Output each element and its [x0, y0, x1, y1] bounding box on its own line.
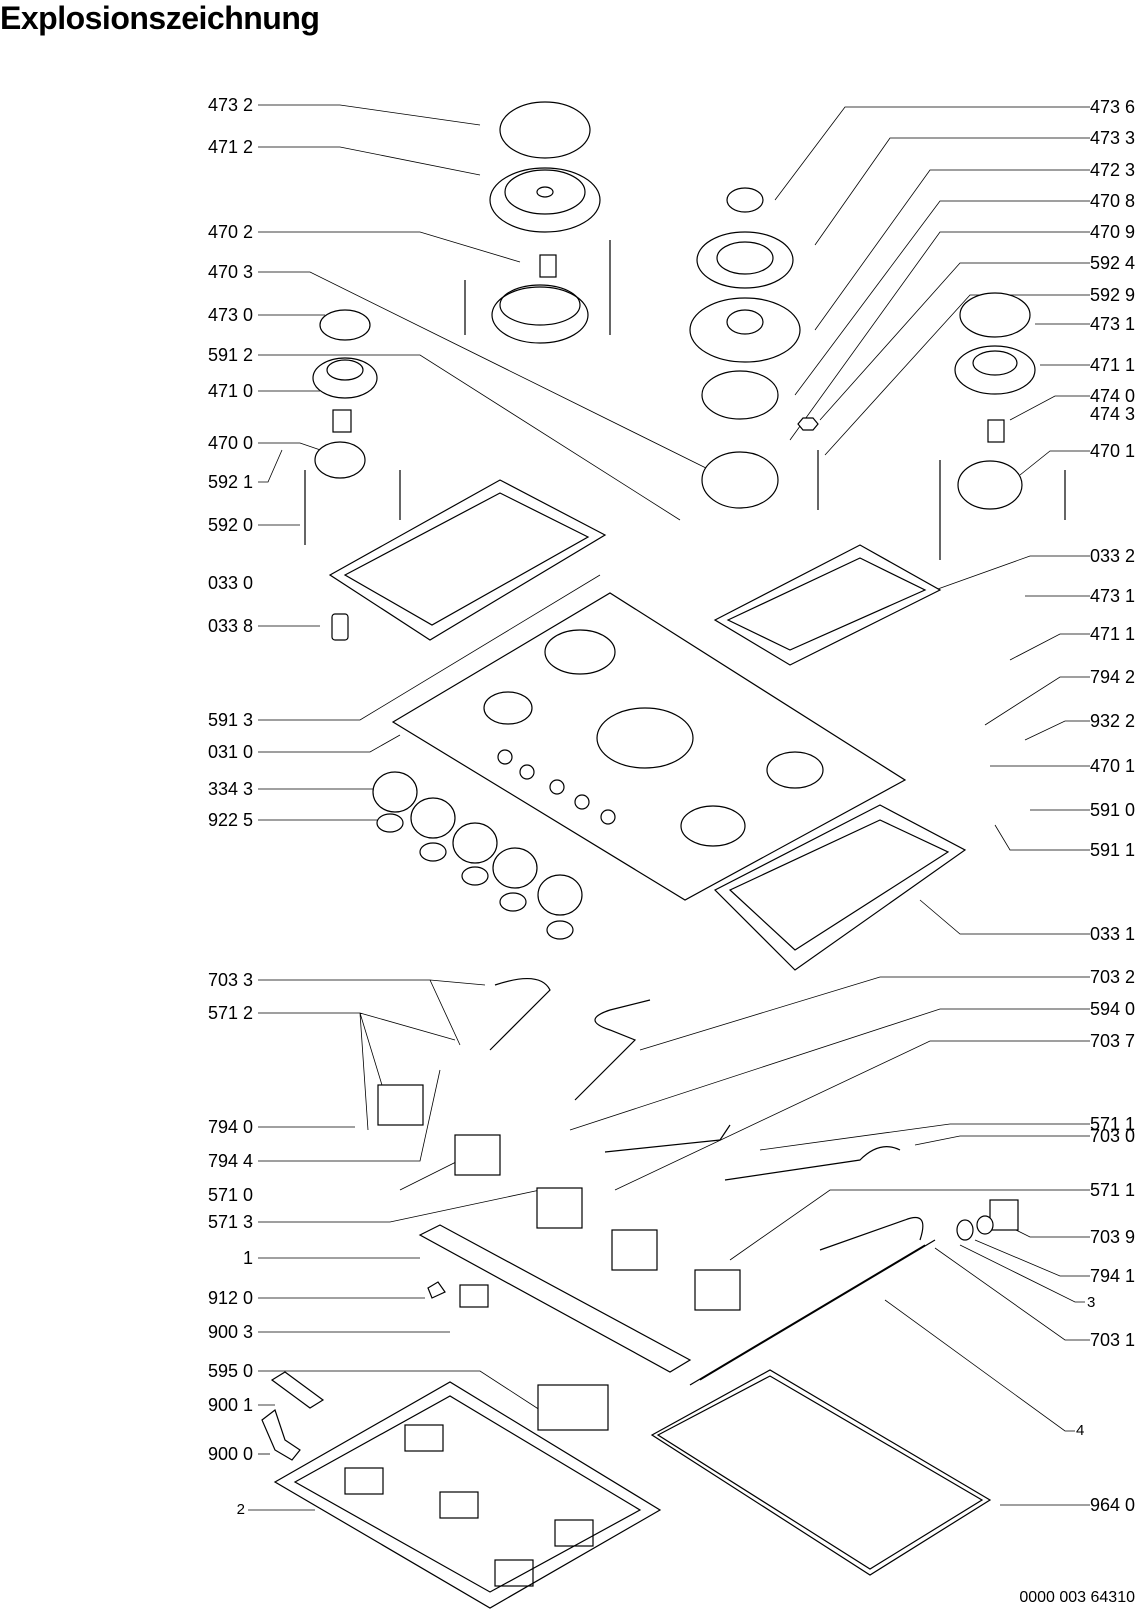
gas-pipes — [489, 977, 936, 1386]
part-label: 703 7 — [1090, 1031, 1136, 1051]
part-label: 1 — [242, 1248, 253, 1268]
part-label: 592 0 — [207, 515, 253, 535]
part-label: 473 1 — [1090, 586, 1136, 606]
terminal-box-595 — [537, 1384, 609, 1431]
document-number: 0000 003 64310 — [1019, 1589, 1135, 1606]
part-label: 470 3 — [207, 262, 253, 282]
part-label: 794 4 — [207, 1151, 253, 1171]
part-label: 794 0 — [207, 1117, 253, 1137]
part-label: 922 5 — [207, 810, 253, 830]
burner-cap-small-left — [319, 309, 371, 341]
leader-lines-right — [569, 106, 1090, 1506]
part-label: 571 3 — [207, 1212, 253, 1232]
part-label: 794 2 — [1090, 667, 1136, 687]
wok-burner — [689, 187, 819, 510]
screw-912 — [427, 1281, 446, 1299]
pan-support-left — [328, 479, 607, 641]
part-label: 470 1 — [1090, 441, 1136, 461]
part-label: 471 1 — [1090, 355, 1136, 375]
hob-top-plate — [391, 592, 907, 901]
seal-gasket — [650, 1369, 992, 1576]
leader-lines-left — [248, 104, 711, 1511]
part-label: 703 3 — [207, 970, 253, 990]
part-label: 473 0 — [207, 305, 253, 325]
part-label: 703 0 — [1090, 1126, 1136, 1146]
part-label: 964 0 — [1090, 1495, 1136, 1515]
part-label: 471 1 — [1090, 624, 1136, 644]
part-label: 470 0 — [207, 433, 253, 453]
part-label: 474 0 — [1090, 386, 1136, 406]
part-label: 591 0 — [1090, 800, 1136, 820]
part-label: 591 2 — [207, 345, 253, 365]
part-label: 3 — [1087, 1294, 1096, 1311]
part-label: 471 2 — [207, 137, 253, 157]
control-knobs — [372, 771, 583, 940]
bracket-900-0 — [261, 1409, 301, 1461]
part-label: 703 9 — [1090, 1227, 1136, 1247]
front-rail — [418, 1224, 692, 1373]
part-label: 033 8 — [207, 616, 253, 636]
part-label: 470 1 — [1090, 756, 1136, 776]
part-label: 474 3 — [1090, 404, 1136, 424]
part-label: 571 1 — [1090, 1180, 1136, 1200]
part-label: 571 2 — [207, 1003, 253, 1023]
bottom-tray — [273, 1381, 662, 1609]
part-label: 594 0 — [1090, 999, 1136, 1019]
part-label: 703 2 — [1090, 967, 1136, 987]
part-label: 473 6 — [1090, 97, 1136, 117]
injector-top — [539, 254, 557, 278]
part-label: 900 3 — [207, 1322, 253, 1342]
part-label: 473 3 — [1090, 128, 1136, 148]
part-label: 033 1 — [1090, 924, 1136, 944]
part-label: 932 2 — [1090, 711, 1136, 731]
burner-cap-large — [499, 101, 591, 159]
bracket-900-1 — [270, 1371, 325, 1409]
part-label: 470 8 — [1090, 191, 1136, 211]
burner-crown-large — [489, 167, 601, 233]
part-label: 794 1 — [1090, 1266, 1136, 1286]
part-label: 592 1 — [207, 472, 253, 492]
part-label: 473 2 — [207, 95, 253, 115]
part-label: 470 2 — [207, 222, 253, 242]
part-label: 912 0 — [207, 1288, 253, 1308]
part-label: 592 4 — [1090, 253, 1136, 273]
part-label: 2 — [236, 1501, 245, 1518]
burner-base-small-left — [304, 409, 401, 545]
part-label: 472 3 — [1090, 160, 1136, 180]
page-title: Explosionszeichnung — [0, 0, 320, 36]
part-label: 900 1 — [207, 1395, 253, 1415]
part-label: 031 0 — [207, 742, 253, 762]
part-label: 334 3 — [207, 779, 253, 799]
part-label: 473 1 — [1090, 314, 1136, 334]
gas-inlet-elbow — [956, 1199, 1019, 1241]
foot-033-8 — [331, 613, 349, 641]
part-label: 033 2 — [1090, 546, 1136, 566]
part-label: 571 1 — [1090, 1114, 1136, 1134]
pan-support-right-bottom — [713, 804, 967, 971]
burner-base-left — [491, 284, 589, 344]
part-label: 471 0 — [207, 381, 253, 401]
part-label: 470 9 — [1090, 222, 1136, 242]
burner-crown-small-left — [312, 357, 378, 399]
part-label: 703 1 — [1090, 1330, 1136, 1350]
part-label: 591 3 — [207, 710, 253, 730]
part-label: 900 0 — [207, 1444, 253, 1464]
part-label: 4 — [1076, 1422, 1085, 1439]
part-label: 591 1 — [1090, 840, 1136, 860]
thermocouple — [464, 240, 611, 335]
part-label: 571 0 — [207, 1185, 253, 1205]
part-label: 033 0 — [207, 573, 253, 593]
burner-right-small — [939, 292, 1066, 560]
clip-900-3 — [459, 1284, 489, 1308]
pan-support-right-top — [713, 544, 942, 666]
gas-taps — [377, 1084, 741, 1311]
part-label: 592 9 — [1090, 285, 1136, 305]
part-label: 595 0 — [207, 1361, 253, 1381]
